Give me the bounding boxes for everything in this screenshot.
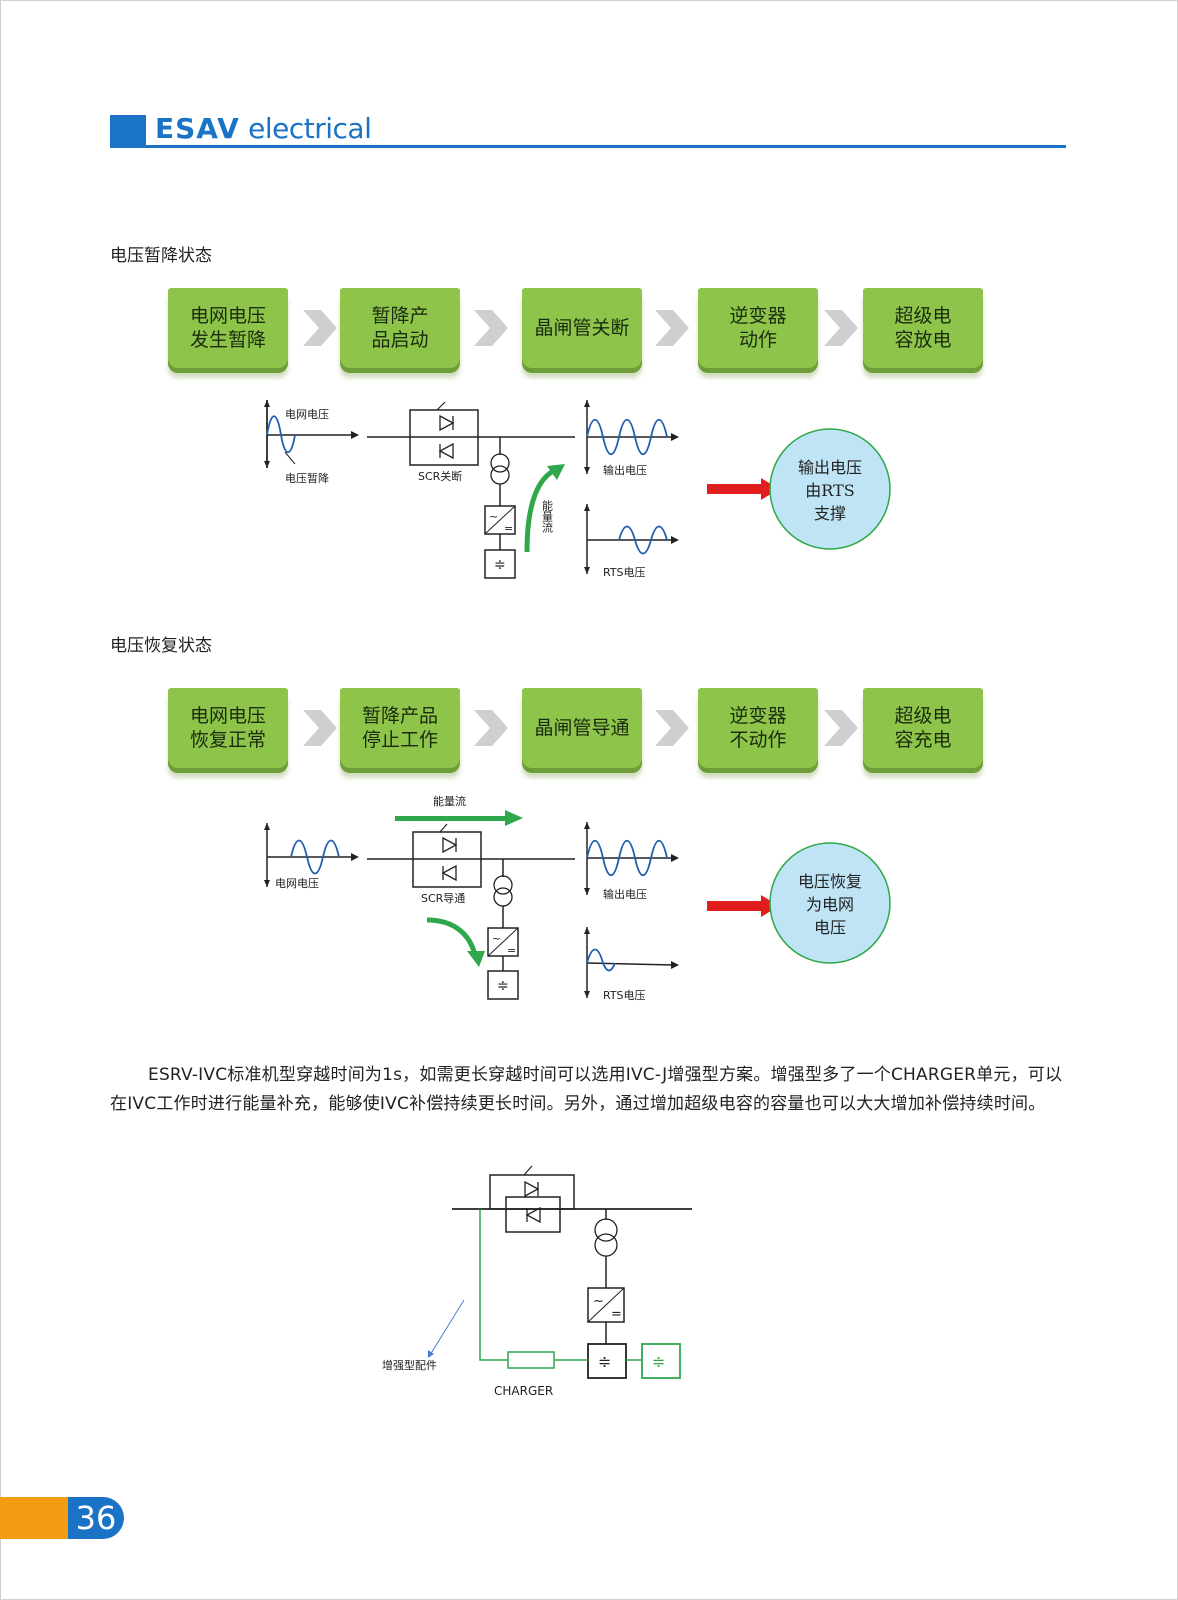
result-arrow xyxy=(707,478,779,500)
step-label: 电网电压 恢复正常 xyxy=(189,705,266,751)
energy-flow-down-arrow xyxy=(426,917,485,967)
result-bubble: 电压恢复 为电网 电压 xyxy=(769,842,891,964)
rts-voltage-plot: RTS电压 xyxy=(584,927,679,1002)
dc-symbol: = xyxy=(507,944,516,957)
dc-symbol: = xyxy=(611,1307,622,1322)
step-box: 超级电 容放电 xyxy=(863,288,983,368)
dc-symbol: = xyxy=(504,522,513,535)
section-title-recovery: 电压恢复状态 xyxy=(110,636,212,656)
grid-voltage-label: 电网电压 xyxy=(285,408,329,421)
result-line-1: 电压恢复 xyxy=(798,872,862,891)
step-label: 超级电 容放电 xyxy=(894,305,952,351)
step-box: 电网电压 发生暂降 xyxy=(168,288,288,368)
result-arrow xyxy=(707,895,779,917)
charger-label: CHARGER xyxy=(494,1384,553,1398)
scr-circuit: SCR导通 ~ = ≑ xyxy=(367,823,575,1000)
enhanced-accessory-label: 增强型配件 xyxy=(382,1358,437,1372)
diagram-recovery: 能量流 电网电压 SCR导通 ~ = ≑ xyxy=(264,795,891,1002)
result-bubble: 输出电压 由RTS 支撑 xyxy=(769,428,891,550)
rts-voltage-label: RTS电压 xyxy=(603,989,646,1002)
step-label: 逆变器 动作 xyxy=(729,305,787,351)
process-steps-recovery: 电网电压 恢复正常 暂降产品 停止工作 晶闸管导通 逆变器 不动作 超级电 容充… xyxy=(168,688,983,780)
diagram-enhanced: ~ = ≑ ≑ CHARGER 增强型配件 xyxy=(382,1165,692,1398)
header-rule xyxy=(110,145,1066,148)
step-box: 晶闸管关断 xyxy=(522,288,642,368)
capacitor-icon: ≑ xyxy=(598,1352,611,1371)
chevron-right-icon xyxy=(303,710,337,746)
logo-suffix: electrical xyxy=(248,112,372,145)
step-label: 超级电 容充电 xyxy=(894,705,952,751)
process-steps-sag: 电网电压 发生暂降 暂降产 品启动 晶闸管关断 逆变器 动作 超级电 容放电 xyxy=(168,288,983,380)
result-line-2: 为电网 xyxy=(806,895,854,914)
step-label: 晶闸管导通 xyxy=(534,717,630,739)
capacitor-icon: ≑ xyxy=(497,978,509,994)
step-box: 逆变器 不动作 xyxy=(698,688,818,768)
ac-symbol: ~ xyxy=(593,1294,604,1309)
rts-voltage-plot: RTS电压 xyxy=(584,504,679,579)
result-line-3: 支撑 xyxy=(814,504,846,523)
output-voltage-label: 输出电压 xyxy=(603,887,647,901)
header-logo: ESAV electrical xyxy=(155,112,372,145)
header-square xyxy=(110,115,146,147)
diagram-sag: 电网电压 电压暂降 SCR关断 ~ = ≑ 能量流 输出电压 xyxy=(264,400,891,579)
energy-flow-label: 能量流 xyxy=(541,499,554,533)
chevron-right-icon xyxy=(824,310,858,346)
chevron-right-icon xyxy=(655,710,689,746)
energy-flow-label: 能量流 xyxy=(433,795,466,808)
logo-brand: ESAV xyxy=(155,112,240,145)
result-line-1: 输出电压 xyxy=(798,458,862,477)
step-box: 晶闸管导通 xyxy=(522,688,642,768)
chevron-right-icon xyxy=(655,310,689,346)
step-box: 暂降产品 停止工作 xyxy=(340,688,460,768)
step-box: 逆变器 动作 xyxy=(698,288,818,368)
scr-label: SCR导通 xyxy=(421,892,465,905)
step-label: 电网电压 发生暂降 xyxy=(189,305,266,351)
grid-voltage-plot: 电网电压 电压暂降 xyxy=(264,400,359,485)
result-line-2: 由RTS xyxy=(805,481,854,500)
scr-label: SCR关断 xyxy=(418,469,462,483)
section-title-sag: 电压暂降状态 xyxy=(110,246,212,266)
output-voltage-plot: 输出电压 xyxy=(584,822,679,901)
extra-capacitor-icon: ≑ xyxy=(652,1352,665,1371)
body-paragraph: ESRV-IVC标准机型穿越时间为1s，如需更长穿越时间可以选用IVC-J增强型… xyxy=(110,1065,1063,1114)
step-box: 超级电 容充电 xyxy=(863,688,983,768)
step-label: 晶闸管关断 xyxy=(534,317,630,339)
step-label: 暂降产品 停止工作 xyxy=(361,705,438,751)
step-box: 暂降产 品启动 xyxy=(340,288,460,368)
step-label: 暂降产 品启动 xyxy=(371,305,429,351)
rts-voltage-label: RTS电压 xyxy=(603,566,646,579)
ac-symbol: ~ xyxy=(489,510,498,523)
page-number-bar xyxy=(0,1497,68,1539)
chevron-right-icon xyxy=(474,710,508,746)
scr-circuit: SCR关断 ~ = ≑ xyxy=(367,401,575,579)
energy-flow-arrow: 能量流 xyxy=(524,464,565,553)
chevron-right-icon xyxy=(303,310,337,346)
chevron-right-icon xyxy=(824,710,858,746)
result-line-3: 电压 xyxy=(814,918,846,937)
chevron-right-icon xyxy=(474,310,508,346)
step-label: 逆变器 不动作 xyxy=(729,705,787,751)
grid-voltage-plot: 电网电压 xyxy=(264,823,359,890)
output-voltage-plot: 输出电压 xyxy=(584,400,679,477)
grid-voltage-label: 电网电压 xyxy=(275,877,319,890)
energy-flow-top-arrow: 能量流 xyxy=(395,795,523,826)
output-voltage-label: 输出电压 xyxy=(603,463,647,477)
capacitor-icon: ≑ xyxy=(494,557,506,573)
sag-label: 电压暂降 xyxy=(285,471,329,485)
page-number: 36 xyxy=(68,1497,124,1539)
ac-symbol: ~ xyxy=(492,932,501,945)
step-box: 电网电压 恢复正常 xyxy=(168,688,288,768)
